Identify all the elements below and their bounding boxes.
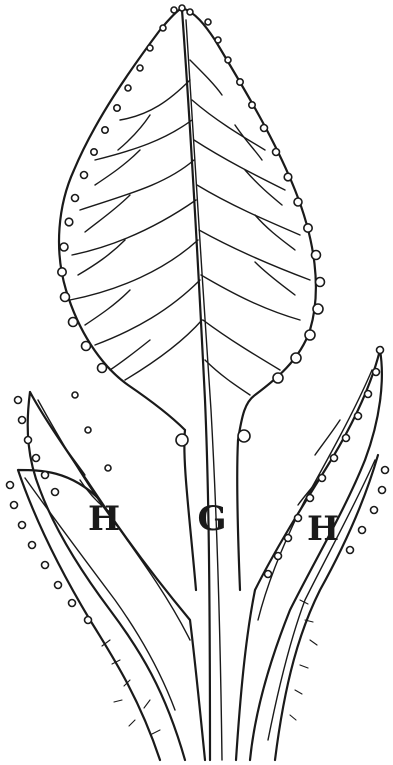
left-leaflet-veins bbox=[25, 400, 190, 710]
midrib bbox=[182, 10, 210, 760]
veins-left bbox=[70, 80, 202, 380]
label-center-stem: G bbox=[197, 499, 226, 539]
right-leaflet-outline bbox=[236, 350, 382, 760]
left-leaflet-outline bbox=[18, 392, 205, 760]
main-leaf-glands bbox=[58, 5, 325, 446]
veins-right bbox=[190, 60, 310, 395]
label-right-leaflet: H bbox=[307, 509, 339, 549]
label-left-leaflet: H bbox=[88, 499, 120, 539]
